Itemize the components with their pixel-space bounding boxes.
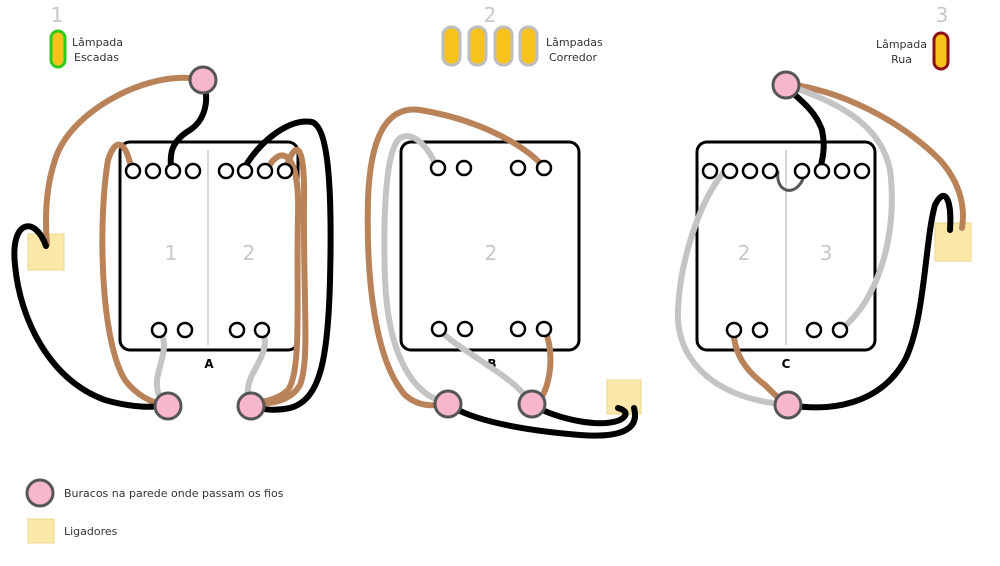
- wall-hole: [517, 389, 547, 419]
- terminal: [721, 162, 739, 180]
- lamp-1: 1 Lâmpada Escadas: [49, 3, 123, 69]
- brown-wire: [784, 81, 966, 231]
- lamp-1-label-line1: Lâmpada: [72, 36, 123, 49]
- lamp-2-number: 2: [484, 3, 497, 27]
- terminal: [144, 162, 162, 180]
- terminal: [429, 159, 447, 177]
- wires-box-c: [674, 81, 966, 411]
- black-wire: [445, 401, 639, 439]
- black-wire: [529, 402, 629, 427]
- wall-hole: [153, 391, 183, 421]
- wall-holes: [153, 65, 803, 421]
- wall-hole: [771, 70, 801, 100]
- box-a-section-1: 1: [165, 241, 178, 265]
- lamp-3-label-line1: Lâmpada: [876, 38, 927, 51]
- lamp-2-label-line1: Lâmpadas: [546, 36, 603, 49]
- terminal: [535, 320, 553, 338]
- terminal: [217, 162, 235, 180]
- brown-wire: [364, 106, 548, 409]
- legend-connector-label: Ligadores: [64, 525, 118, 538]
- terminal: [455, 159, 473, 177]
- lamp-1-number: 1: [51, 3, 64, 27]
- lamp-2-bulb-1: [441, 25, 462, 67]
- gray-wire: [784, 82, 895, 333]
- lamp-3: 3 Lâmpada Rua: [876, 3, 950, 71]
- black-wire: [786, 192, 954, 411]
- terminal: [509, 320, 527, 338]
- wall-hole: [433, 389, 463, 419]
- black-wire: [11, 223, 171, 410]
- lamp-2-label-line2: Corredor: [549, 51, 598, 64]
- terminal: [751, 321, 769, 339]
- lamp-3-label-line2: Rua: [891, 53, 912, 66]
- terminal: [761, 162, 779, 180]
- terminal: [184, 162, 202, 180]
- black-wire: [240, 118, 334, 413]
- legend-wall-hole-label: Buracos na parede onde passam os fios: [64, 487, 284, 500]
- terminal: [256, 162, 274, 180]
- box-c-section-2: 3: [820, 241, 833, 265]
- box-c: 2 3 C: [695, 140, 877, 371]
- lamp-2: 2 Lâmpadas Corredor: [441, 3, 603, 67]
- terminal: [805, 321, 823, 339]
- box-b: 2 B: [399, 140, 581, 371]
- terminal: [793, 162, 811, 180]
- terminal: [741, 162, 759, 180]
- gray-wire: [674, 169, 790, 407]
- lamp-1-label-line2: Escadas: [74, 51, 119, 64]
- legend-connector-swatch: [27, 518, 55, 544]
- box-a-section-2: 2: [243, 241, 256, 265]
- lamp-3-bulb: [932, 31, 950, 71]
- box-c-section-1: 2: [738, 241, 751, 265]
- terminal: [725, 321, 743, 339]
- lamp-1-bulb: [49, 29, 67, 69]
- terminal: [535, 159, 553, 177]
- box-b-label: B: [487, 357, 496, 371]
- wall-hole: [236, 391, 266, 421]
- terminal: [164, 162, 182, 180]
- box-a: 1 2 A: [118, 140, 300, 371]
- terminal: [833, 162, 851, 180]
- terminal: [124, 162, 142, 180]
- wall-hole: [773, 390, 803, 420]
- black-wire: [167, 79, 210, 171]
- lamp-2-bulb-4: [518, 25, 539, 67]
- terminal: [509, 159, 527, 177]
- legend-wall-hole-swatch: [25, 478, 55, 508]
- black-wire: [782, 83, 827, 173]
- lamp-3-number: 3: [936, 3, 949, 27]
- brown-wire: [249, 146, 309, 407]
- lamp-2-bulb-2: [467, 25, 488, 67]
- wall-hole: [188, 65, 218, 95]
- terminal: [456, 320, 474, 338]
- terminal: [276, 162, 294, 180]
- gray-wire: [381, 133, 450, 406]
- terminal: [813, 162, 831, 180]
- brown-wire: [99, 141, 171, 408]
- box-b-section-1: 2: [485, 241, 498, 265]
- brown-wire: [42, 74, 201, 247]
- terminal: [236, 162, 254, 180]
- legend: Buracos na parede onde passam os fios Li…: [25, 478, 284, 544]
- lamp-2-bulb-3: [493, 25, 514, 67]
- wires-box-a: [11, 74, 334, 413]
- terminal: [150, 321, 168, 339]
- terminal: [430, 320, 448, 338]
- terminal: [701, 162, 719, 180]
- terminal: [853, 162, 871, 180]
- box-c-label: C: [782, 357, 791, 371]
- terminal: [228, 321, 246, 339]
- terminal: [831, 321, 849, 339]
- box-b-frame: [399, 140, 581, 352]
- brown-wire: [249, 152, 302, 406]
- terminal: [176, 321, 194, 339]
- terminal: [253, 321, 271, 339]
- box-a-label: A: [204, 357, 214, 371]
- terminals: [124, 159, 871, 339]
